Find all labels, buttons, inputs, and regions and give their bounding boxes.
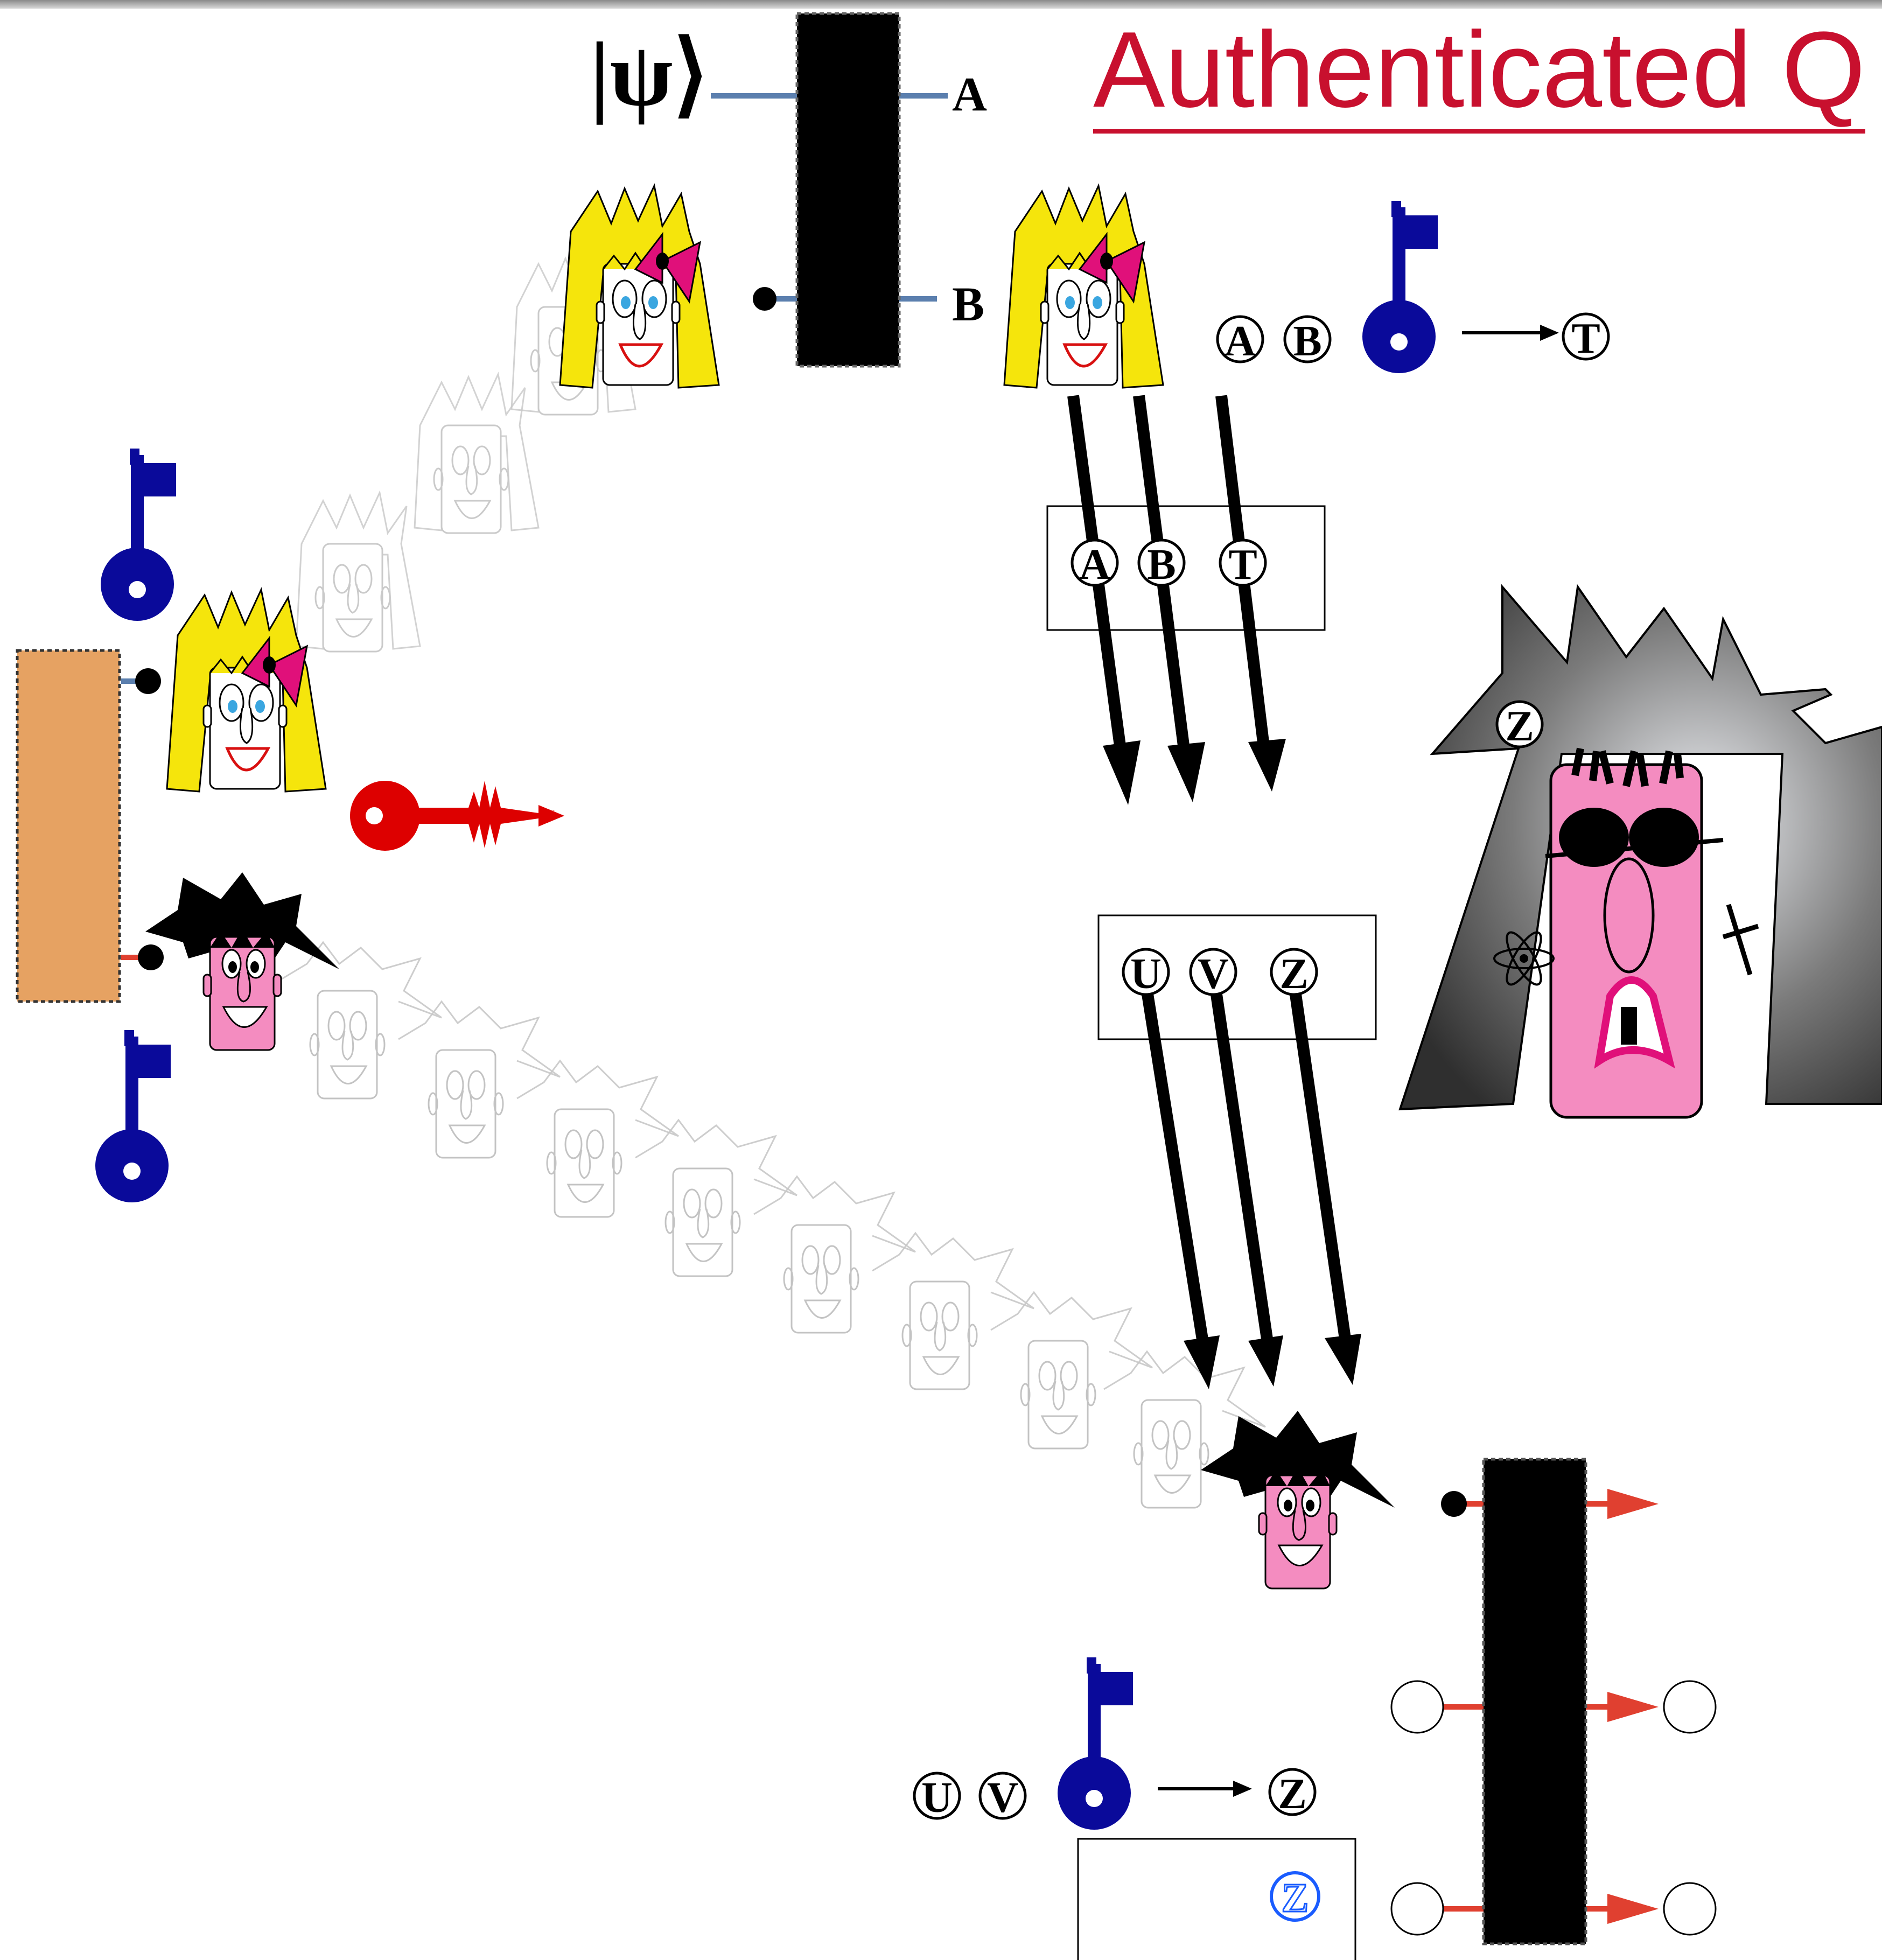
- svg-text:V: V: [987, 1774, 1018, 1822]
- svg-text:T: T: [1571, 315, 1600, 362]
- key-icon-alice-left: [101, 449, 176, 621]
- svg-text:U: U: [921, 1774, 953, 1822]
- arrowheads-set-2: [1184, 1334, 1361, 1389]
- slide-title: Authenticated Q: [1093, 11, 1866, 134]
- alice-figure-left: [167, 590, 326, 792]
- alice-figure-top: [560, 186, 719, 388]
- svg-text:B: B: [1147, 541, 1176, 589]
- eve-label: Z: [1505, 703, 1534, 750]
- red-key-icon: [350, 781, 564, 851]
- svg-text:Z: Z: [1278, 1770, 1306, 1818]
- arrowheads-set-1: [1103, 739, 1286, 805]
- alice-label-row: A B: [1216, 315, 1332, 365]
- svg-text:Z: Z: [1282, 1875, 1309, 1921]
- box3-label: Z: [1270, 1871, 1320, 1922]
- bob-figure-left: [144, 871, 340, 1051]
- svg-text:V: V: [1198, 950, 1229, 998]
- bottom-quantum-device: [1390, 1458, 1717, 1945]
- alice-figure-right: [1004, 186, 1163, 388]
- eve-figure: [1398, 584, 1882, 1119]
- message-box-2: [1097, 914, 1377, 1040]
- svg-text:U: U: [1130, 950, 1162, 998]
- svg-text:A: A: [1079, 541, 1110, 589]
- svg-text:Z: Z: [1279, 950, 1308, 998]
- box1-labels: A B T: [1071, 538, 1267, 589]
- bob-result: Z: [1158, 1768, 1317, 1818]
- ket-psi: |ψ⟩: [590, 24, 709, 125]
- bob-figure-right: [1200, 1410, 1396, 1590]
- key-icon-bob: [1058, 1657, 1133, 1830]
- box2-labels: U V Z: [1122, 948, 1318, 998]
- shared-resource-box: [16, 649, 164, 1003]
- svg-text:T: T: [1228, 541, 1257, 589]
- bob-label-row: U V: [913, 1772, 1027, 1822]
- key-icon-bob-left: [95, 1030, 171, 1202]
- wire-label-b: B: [952, 278, 984, 331]
- svg-text:A: A: [1225, 318, 1256, 365]
- top-quantum-device: [711, 12, 948, 368]
- alice-result: T: [1462, 312, 1610, 362]
- arrows-set-2: [1141, 990, 1352, 1347]
- svg-text:B: B: [1293, 318, 1321, 365]
- top-bar: [0, 0, 1882, 9]
- wire-label-a: A: [952, 68, 987, 121]
- key-icon: [1362, 201, 1438, 373]
